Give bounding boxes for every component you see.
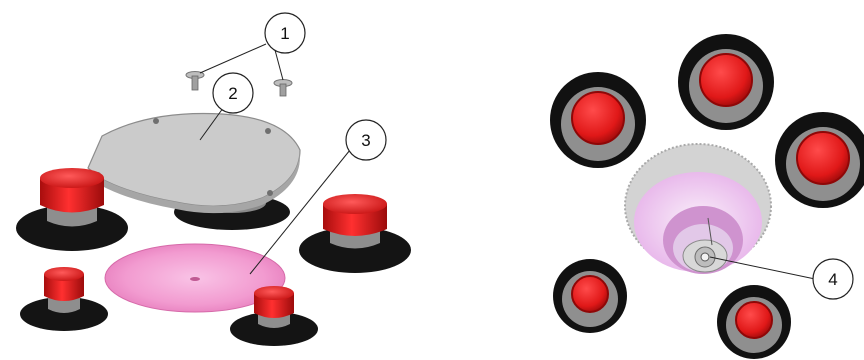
top-foot-upper-left [550, 72, 646, 168]
center-hub [625, 144, 771, 274]
svg-text:3: 3 [361, 131, 370, 150]
top-foot-lower-right [717, 285, 791, 359]
svg-text:1: 1 [280, 24, 289, 43]
top-foot-lower-left [553, 259, 627, 333]
leader-line-4 [710, 257, 815, 279]
callout-2: 2 [213, 73, 253, 113]
foot-large-right [299, 194, 411, 273]
top-view: 4 [550, 34, 864, 359]
callout-4: 4 [813, 259, 853, 299]
foot-small-left [20, 267, 108, 331]
top-foot-right [775, 112, 864, 208]
screw-left [186, 72, 204, 91]
top-foot-top-center [678, 34, 774, 130]
exploded-view: 1 2 3 [16, 13, 411, 346]
callout-1: 1 [265, 13, 305, 53]
svg-text:4: 4 [828, 270, 837, 289]
svg-text:2: 2 [228, 84, 237, 103]
callout-3: 3 [346, 120, 386, 160]
cover-plate [88, 113, 300, 213]
screw-right [274, 80, 292, 97]
